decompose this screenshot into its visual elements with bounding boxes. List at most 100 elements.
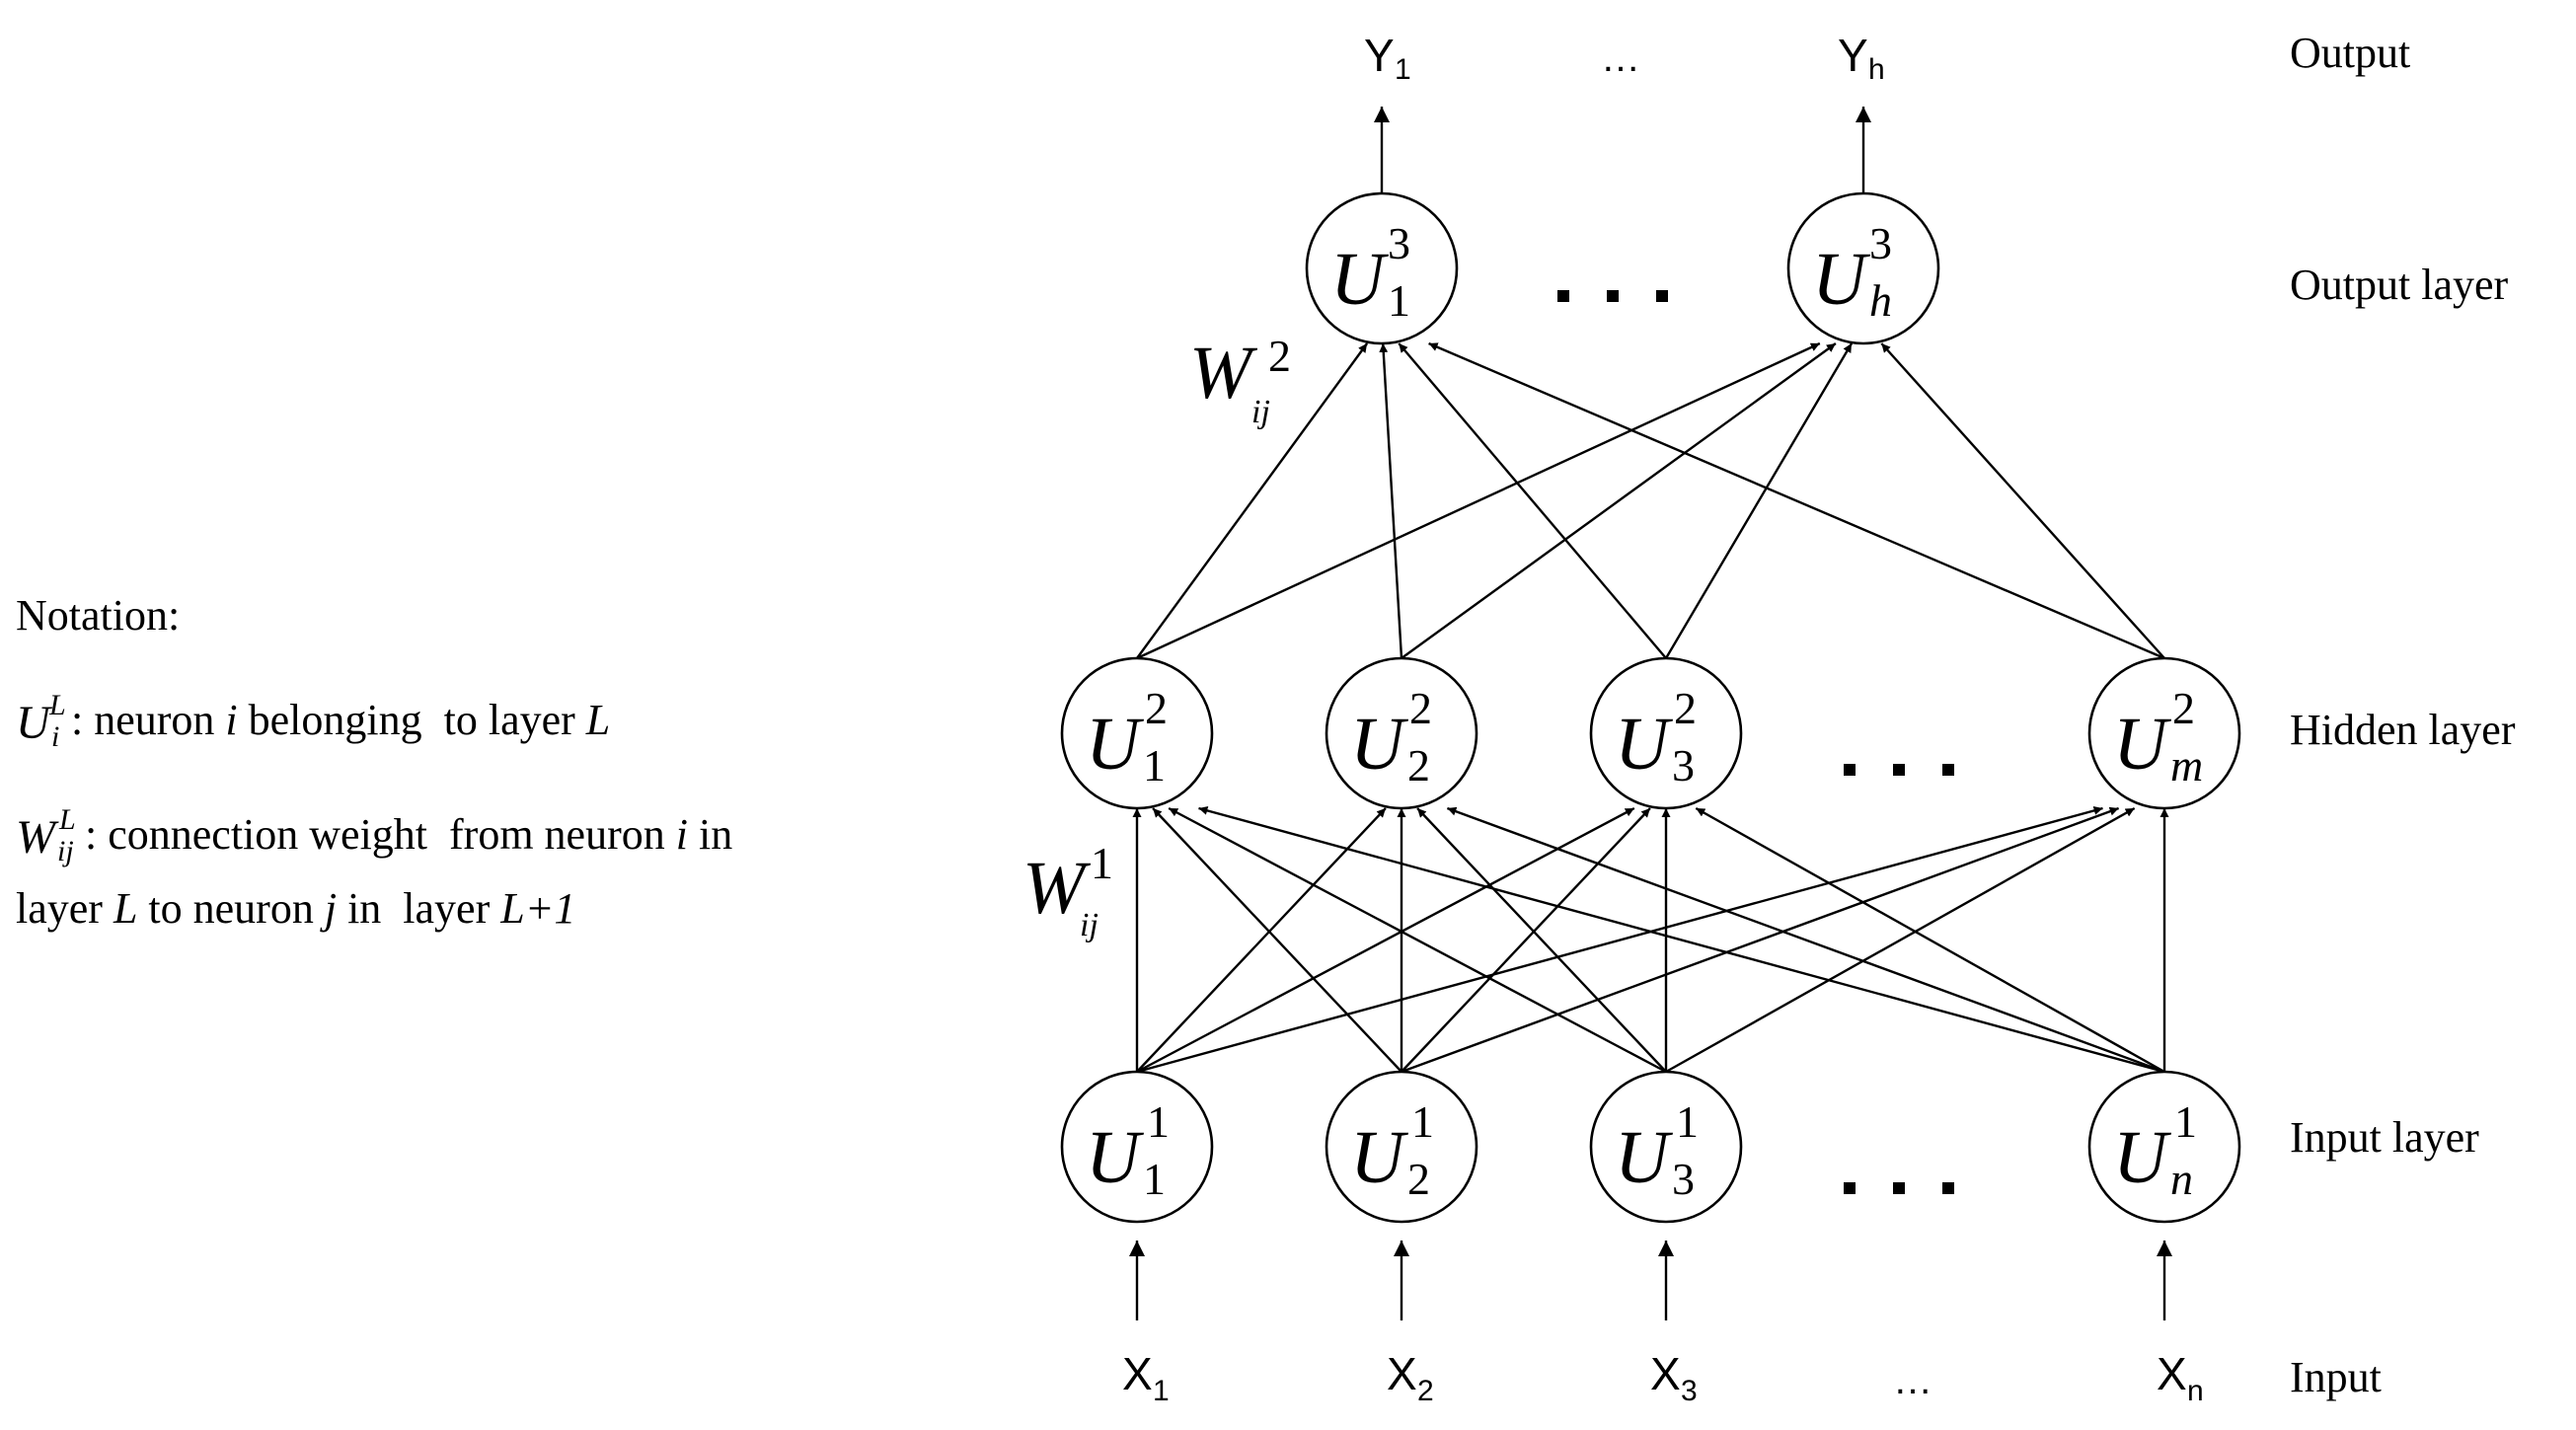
- svg-text:2: 2: [1268, 331, 1291, 381]
- svg-text:W: W: [1189, 332, 1258, 414]
- svg-text:X: X: [1122, 1348, 1153, 1399]
- neuron-hidden-m: U 2 m: [2087, 656, 2241, 810]
- input-hidden-edge-2-1: [1152, 807, 1402, 1073]
- notation-weight-symbol: W: [16, 811, 59, 864]
- neuron-layer-sup: 2: [2172, 683, 2195, 733]
- neuron-input-2: U 1 2: [1325, 1070, 1478, 1224]
- svg-text:2: 2: [1417, 1375, 1434, 1407]
- svg-text:: neuron i belonging to layer: : neuron i belonging to layer L: [71, 696, 610, 744]
- svg-text:3: 3: [1681, 1375, 1698, 1407]
- neuron-output-h: U 3 h: [1786, 191, 1940, 345]
- neuron-input-3: U 1 3: [1589, 1070, 1743, 1224]
- neuron-symbol: U: [1350, 1116, 1408, 1199]
- output-ellipsis: …: [1601, 37, 1640, 80]
- svg-text:L: L: [48, 689, 66, 721]
- svg-text:X: X: [1387, 1348, 1417, 1399]
- hidden-output-edge-2-1: [1379, 342, 1403, 659]
- neuron-hidden-3: U 2 3: [1589, 656, 1743, 810]
- label-hidden-layer: Hidden layer: [2290, 706, 2516, 754]
- hidden-output-edge-1-1: [1136, 342, 1369, 659]
- neuron-index-sub: h: [1869, 275, 1892, 326]
- neuron-index-sub: 2: [1407, 1154, 1430, 1204]
- neuron-layer-sup: 2: [1409, 683, 1432, 733]
- output-symbols: Y 1 … Y h: [1364, 30, 1885, 86]
- label-input-layer: Input layer: [2290, 1113, 2479, 1162]
- input-layer-nodes: U 1 1 U 1 2 U 1 3 U 1 n: [1060, 1070, 2241, 1224]
- svg-text:Y: Y: [1838, 30, 1868, 81]
- notation-weight-line: W L ij : connection weight from neuron i…: [16, 803, 732, 867]
- svg-text:h: h: [1868, 53, 1885, 86]
- neuron-index-sub: 2: [1407, 740, 1430, 790]
- input-symbols: X 1 X 2 X 3 … X n: [1122, 1348, 2204, 1407]
- neuron-input-1: U 1 1: [1060, 1070, 1214, 1224]
- neuron-index-sub: 1: [1143, 1154, 1166, 1204]
- svg-text:ij: ij: [1251, 394, 1270, 430]
- hidden-layer-nodes: U 2 1 U 2 2 U 2 3 U 2 m: [1060, 656, 2241, 810]
- notation-weight-line-2: layer L to neuron j in layer L+1: [16, 884, 575, 933]
- neuron-layer-sup: 1: [2174, 1096, 2197, 1147]
- output-layer-nodes: U 3 1 U 3 h: [1305, 191, 1940, 345]
- neuron-layer-sup: 1: [1411, 1096, 1434, 1147]
- input-hidden-edge-2-4: [1401, 806, 2120, 1074]
- neuron-index-sub: n: [2170, 1154, 2193, 1204]
- neuron-symbol: U: [2113, 703, 2171, 786]
- svg-text:X: X: [2157, 1348, 2187, 1399]
- neuron-input-n: U 1 n: [2087, 1070, 2241, 1224]
- neuron-layer-sup: 3: [1388, 218, 1410, 268]
- notation-neuron-line: U L i : neuron i belonging to layer L: [16, 689, 610, 753]
- label-output-layer: Output layer: [2290, 261, 2509, 309]
- hidden-output-edge-4-1: [1428, 341, 2165, 660]
- input-hidden-edge-4-1: [1198, 806, 2165, 1074]
- weight-label-input-hidden: W 1 ij: [1023, 838, 1113, 943]
- input-symbol-3: X 3: [1650, 1348, 1698, 1407]
- notation-legend: Notation: U L i : neuron i belonging to …: [16, 591, 732, 933]
- node-ellipsis-input: [1844, 1182, 1954, 1194]
- neuron-symbol: U: [1086, 703, 1144, 786]
- neuron-symbol: U: [1615, 703, 1673, 786]
- hidden-output-edge-2-2: [1401, 342, 1837, 659]
- input-symbol-1: X 1: [1122, 1348, 1170, 1407]
- svg-text:Y: Y: [1364, 30, 1395, 81]
- neuron-index-sub: 3: [1672, 1154, 1695, 1204]
- weight-label-hidden-output: W 2 ij: [1189, 331, 1291, 430]
- node-ellipsis-output: [1557, 290, 1668, 302]
- output-symbol-1: Y 1: [1364, 30, 1411, 86]
- input-hidden-edge-1-2: [1136, 807, 1387, 1073]
- neuron-symbol: U: [1350, 703, 1408, 786]
- neuron-symbol: U: [2113, 1116, 2171, 1199]
- neuron-index-sub: 3: [1672, 740, 1695, 790]
- hidden-output-edge-3-1: [1398, 342, 1667, 659]
- neuron-hidden-2: U 2 2: [1325, 656, 1478, 810]
- svg-text:ij: ij: [1080, 907, 1099, 943]
- neuron-index-sub: m: [2170, 740, 2203, 790]
- neuron-layer-sup: 1: [1676, 1096, 1699, 1147]
- node-ellipsis-hidden: [1844, 764, 1954, 776]
- neuron-symbol: U: [1615, 1116, 1673, 1199]
- input-hidden-edge-3-1: [1168, 806, 1667, 1074]
- label-input: Input: [2290, 1353, 2382, 1401]
- neuron-index-sub: 1: [1143, 740, 1166, 790]
- hidden-output-edge-4-2: [1880, 342, 2165, 659]
- output-symbol-h: Y h: [1838, 30, 1885, 86]
- svg-text:L: L: [58, 803, 76, 836]
- neuron-layer-sup: 2: [1145, 683, 1168, 733]
- neuron-index-sub: 1: [1388, 275, 1410, 326]
- layer-labels: Output Output layer Hidden layer Input l…: [2290, 29, 2516, 1401]
- input-hidden-edge-1-3: [1136, 806, 1635, 1074]
- output-arrows: [1374, 107, 1871, 193]
- neuron-symbol: U: [1086, 1116, 1144, 1199]
- svg-text:X: X: [1650, 1348, 1681, 1399]
- svg-text:1: 1: [1153, 1375, 1170, 1407]
- input-hidden-edge-4-2: [1446, 806, 2165, 1074]
- input-symbol-2: X 2: [1387, 1348, 1434, 1407]
- neuron-symbol: U: [1330, 238, 1389, 321]
- input-hidden-edge-3-4: [1665, 806, 2136, 1074]
- svg-text:ij: ij: [57, 835, 74, 867]
- label-output: Output: [2290, 29, 2410, 77]
- hidden-to-output-connections: [1136, 341, 2165, 660]
- svg-text:i: i: [51, 720, 59, 753]
- neuron-output-1: U 3 1: [1305, 191, 1459, 345]
- input-hidden-edge-4-3: [1695, 806, 2165, 1074]
- input-symbol-n: X n: [2157, 1348, 2204, 1407]
